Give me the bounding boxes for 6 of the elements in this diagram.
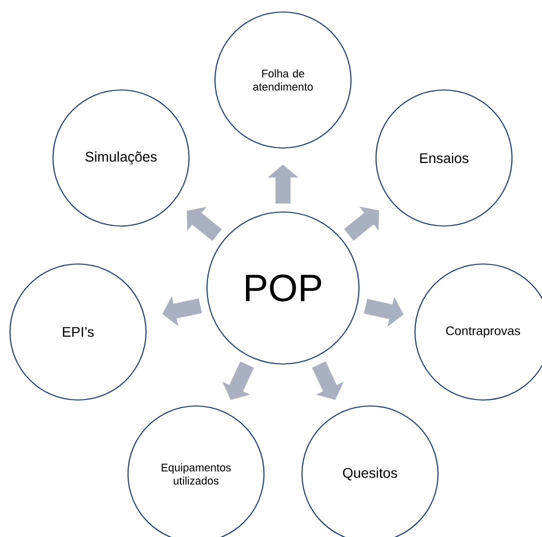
block-arrow <box>344 206 380 241</box>
circle-node: Ensaios <box>375 89 513 227</box>
circle-node: Folha de atendimento <box>214 11 352 149</box>
circle-node: Simulações <box>52 89 190 227</box>
circle-node: EPI’s <box>9 263 147 401</box>
block-arrow <box>312 361 344 400</box>
